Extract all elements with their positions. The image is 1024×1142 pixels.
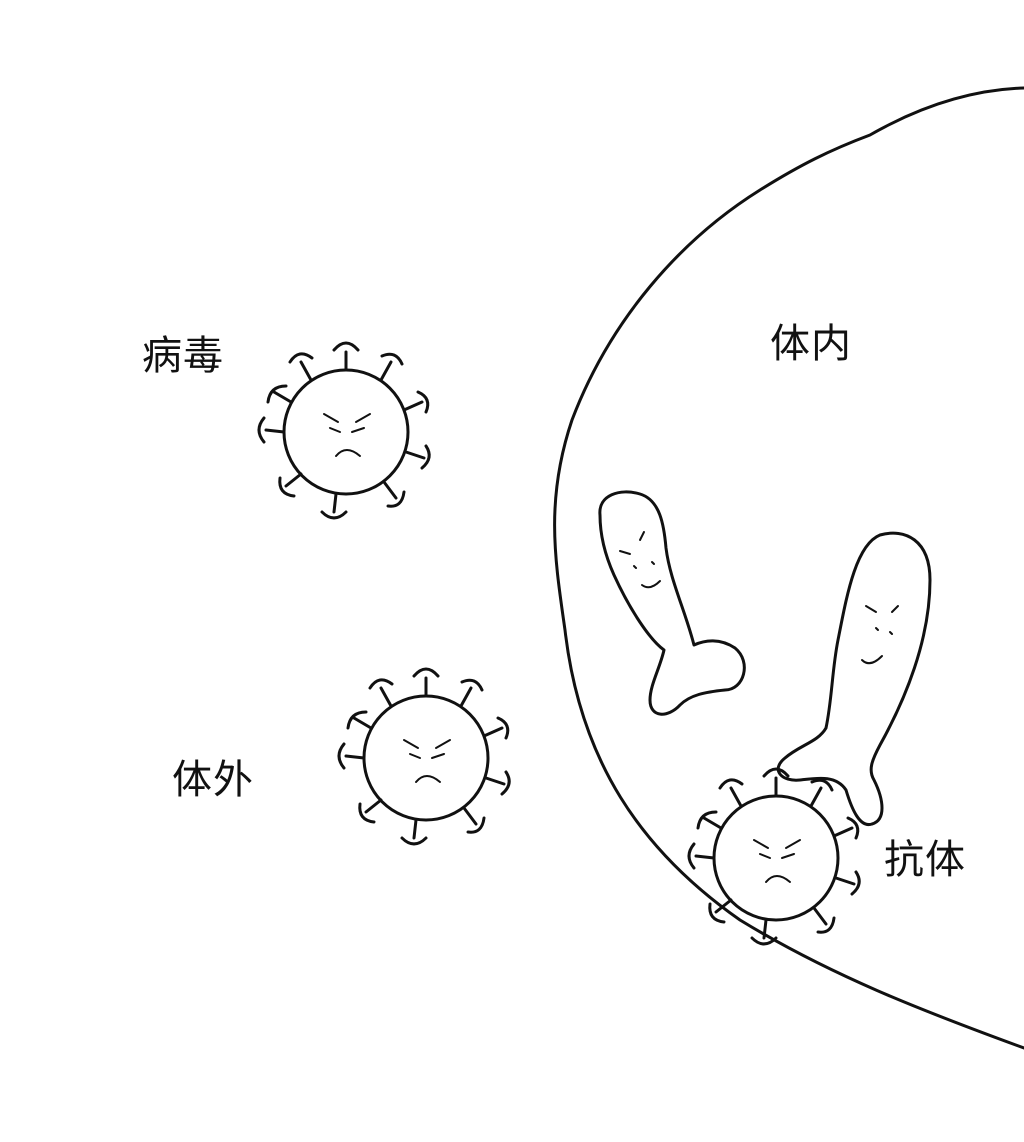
label-virus: 病毒 xyxy=(142,333,224,379)
label-inside-body: 体内 xyxy=(770,321,852,367)
cell-membrane-outline xyxy=(553,86,1024,1050)
label-outside-body: 体外 xyxy=(172,757,254,803)
virus-icon xyxy=(687,767,861,946)
virus-icon xyxy=(257,341,431,520)
label-antibody: 抗体 xyxy=(884,837,966,883)
antibody-icon xyxy=(598,490,746,716)
virus-icon xyxy=(337,667,511,846)
antibody-icon xyxy=(776,531,932,826)
